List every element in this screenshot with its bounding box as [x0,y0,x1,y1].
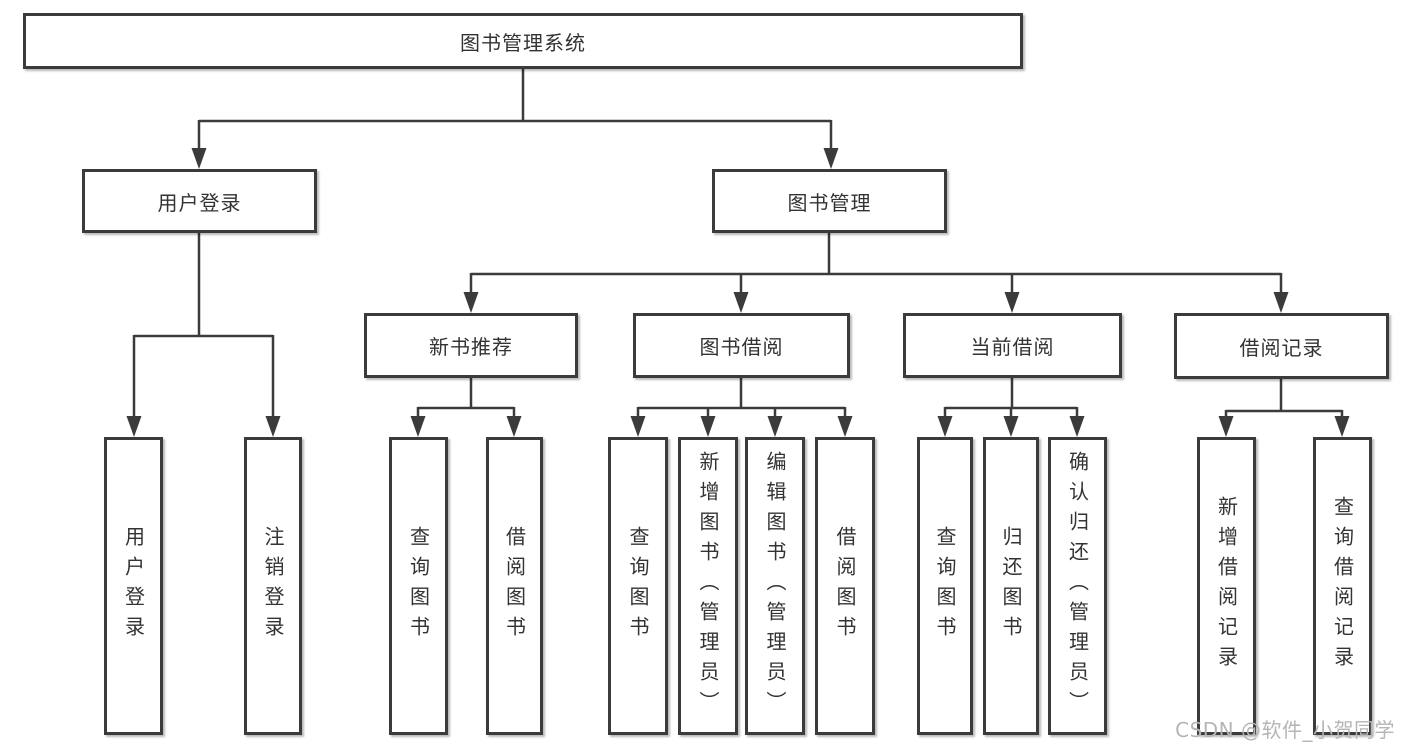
node-book-borrowing-label: 图书借阅 [699,335,784,359]
leaf-borrow-books-2-label: 借阅图书 [833,526,857,646]
leaf-query-books-3: 查询图书 [917,437,973,735]
leaf-user-login: 用户登录 [104,437,163,735]
leaf-query-books-2: 查询图书 [608,437,668,735]
leaf-logout-label: 注销登录 [261,526,285,646]
leaf-edit-books-admin-label: 编辑图书（管理员） [763,451,787,721]
node-book-management: 图书管理 [712,169,947,233]
leaf-edit-books-admin: 编辑图书（管理员） [745,437,805,735]
leaf-add-borrow-record: 新增借阅记录 [1197,437,1256,735]
leaf-query-borrow-record: 查询借阅记录 [1313,437,1372,735]
arrowheads [126,148,1350,437]
node-new-book-recommend: 新书推荐 [364,313,578,378]
node-book-borrowing: 图书借阅 [633,313,850,378]
node-borrowing-records: 借阅记录 [1174,313,1389,379]
node-book-management-label: 图书管理 [787,190,872,215]
leaf-add-books-admin-label: 新增图书（管理员） [696,451,720,721]
leaf-user-login-label: 用户登录 [121,526,146,646]
leaf-borrow-books-1: 借阅图书 [486,437,543,735]
leaf-return-books-label: 归还图书 [999,526,1023,646]
leaf-return-books: 归还图书 [983,437,1039,735]
leaf-query-books-2-label: 查询图书 [626,526,650,646]
leaf-add-books-admin: 新增图书（管理员） [678,437,738,735]
csdn-watermark: CSDN @软件_小贺同学 [1175,718,1395,742]
node-user-login: 用户登录 [82,169,317,233]
leaf-logout: 注销登录 [244,437,302,735]
leaf-confirm-return-admin-label: 确认归还（管理员） [1065,451,1090,721]
leaf-query-borrow-record-label: 查询借阅记录 [1330,496,1355,676]
node-current-borrowing: 当前借阅 [903,313,1122,378]
node-root: 图书管理系统 [23,13,1023,69]
leaf-query-books-1-label: 查询图书 [406,526,431,646]
leaf-confirm-return-admin: 确认归还（管理员） [1048,437,1107,735]
leaf-borrow-books-1-label: 借阅图书 [502,526,527,646]
node-root-label: 图书管理系统 [460,30,586,55]
leaf-query-books-1: 查询图书 [389,437,448,735]
leaf-query-books-3-label: 查询图书 [933,526,957,646]
node-current-borrowing-label: 当前借阅 [970,335,1055,359]
leaf-add-borrow-record-label: 新增借阅记录 [1214,496,1239,676]
node-borrowing-records-label: 借阅记录 [1239,335,1324,360]
leaf-borrow-books-2: 借阅图书 [815,437,875,735]
node-new-book-recommend-label: 新书推荐 [429,335,513,359]
node-user-login-label: 用户登录 [157,190,242,215]
